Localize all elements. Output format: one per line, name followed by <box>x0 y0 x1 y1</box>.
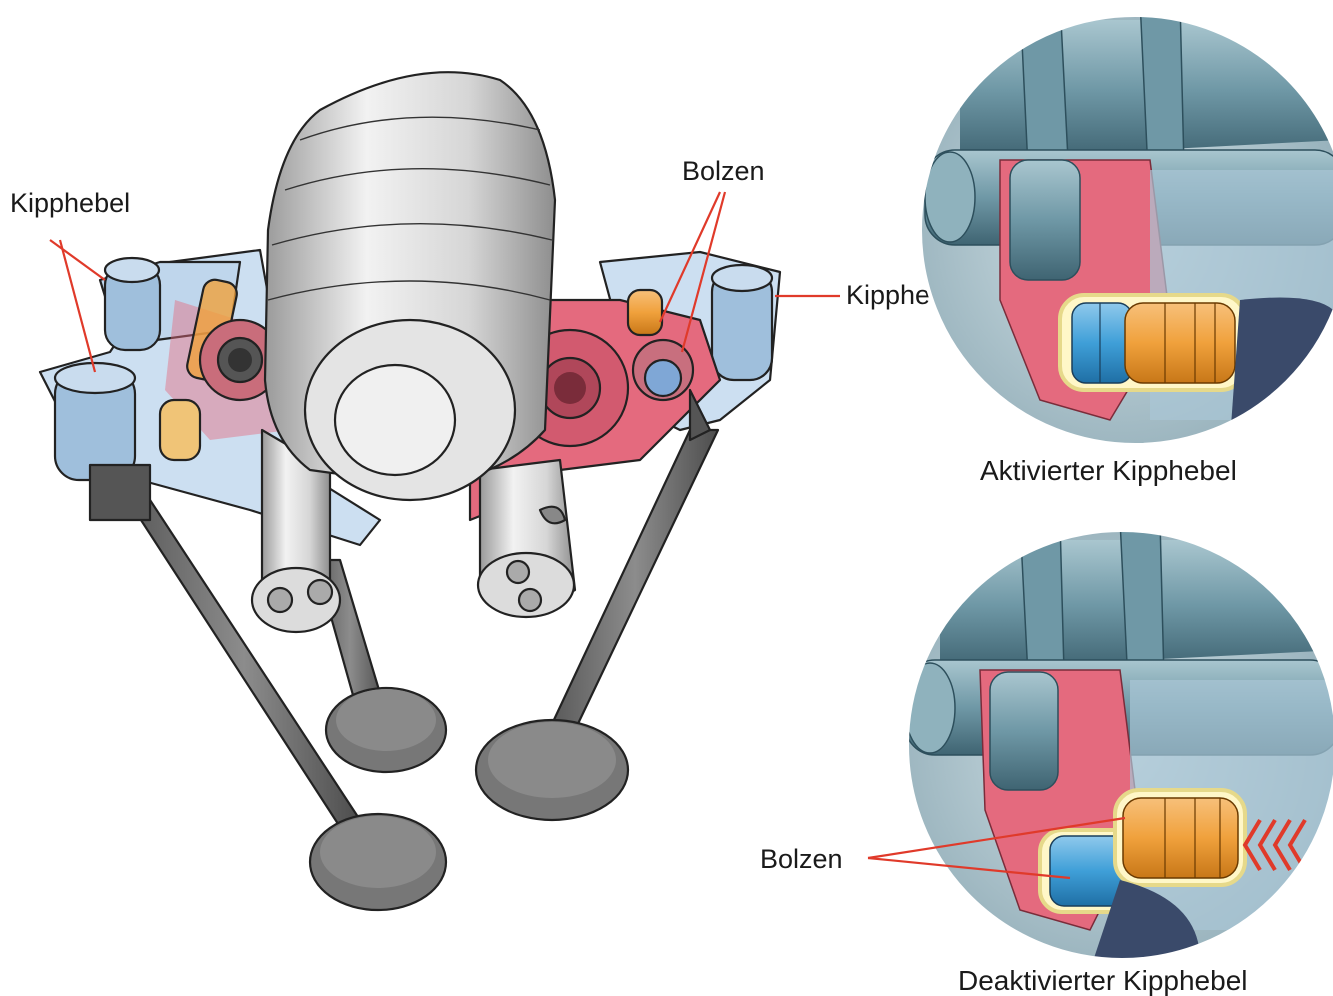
label-kipphebel-left: Kipphebel <box>10 188 130 218</box>
caption-activated: Aktivierter Kipphebel <box>980 455 1237 486</box>
caption-deactivated: Deaktivierter Kipphebel <box>958 965 1248 996</box>
label-bolzen-top: Bolzen <box>682 156 765 186</box>
camshaft <box>252 72 575 632</box>
inset-deactivated <box>890 520 1333 970</box>
inset-activated <box>900 0 1333 460</box>
main-assembly <box>40 72 780 910</box>
label-bolzen-bottom: Bolzen <box>760 844 843 874</box>
